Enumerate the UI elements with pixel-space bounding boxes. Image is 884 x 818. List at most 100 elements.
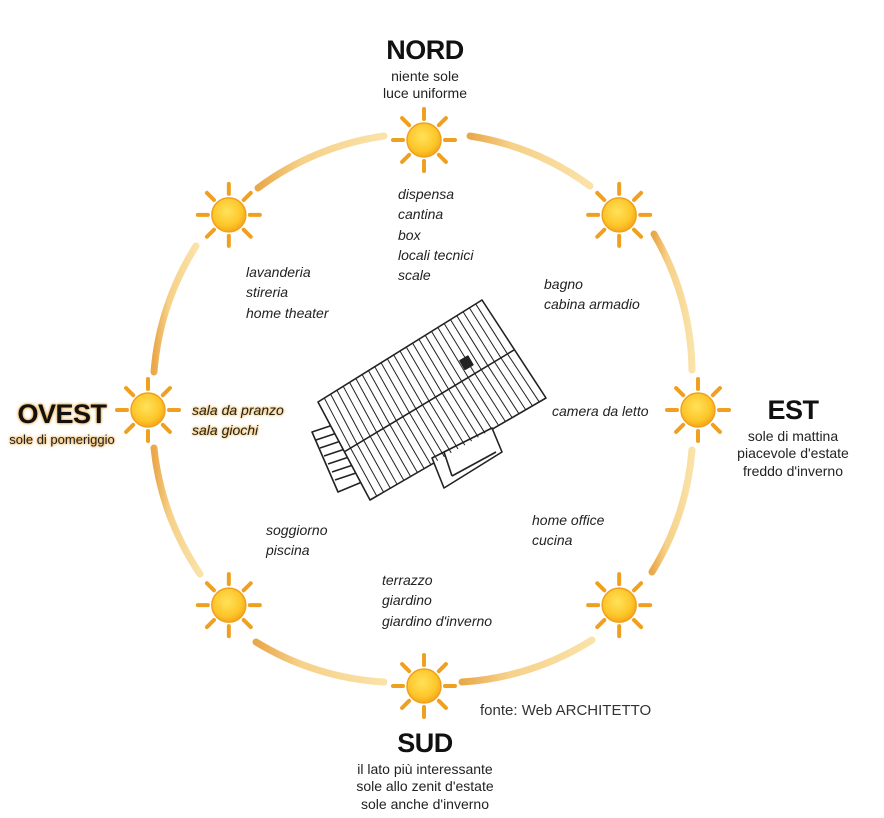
sun-ray xyxy=(436,116,448,128)
sun-disc xyxy=(406,122,442,158)
sun-ray xyxy=(400,152,412,164)
ring-arc-se-s xyxy=(458,636,596,686)
west-label: OVEST sole di pomeriggio xyxy=(0,398,124,448)
sun-ray xyxy=(674,386,686,398)
roof-tile-line xyxy=(437,327,469,378)
source-credit: fonte: Web ARCHITETTO xyxy=(480,702,652,719)
roof-tile-line xyxy=(389,424,418,473)
south-desc-2: sole allo zenit d'estate xyxy=(356,778,494,795)
sun-ray xyxy=(632,227,644,239)
ring-arc-n-ne xyxy=(466,132,594,190)
house-entry xyxy=(431,427,503,489)
roof-tile-line xyxy=(342,386,371,437)
room-item: sala giochi xyxy=(192,422,259,439)
south-desc-1: il lato più interessante xyxy=(357,760,493,777)
sun-ray xyxy=(124,422,136,434)
roof-tile-line xyxy=(356,443,384,493)
sun-disc xyxy=(130,392,166,428)
rooms-southeast: home office cucina xyxy=(532,510,604,551)
roof-tile-line xyxy=(468,307,502,359)
roof-tile-line xyxy=(428,400,459,450)
sun-disc xyxy=(211,587,247,623)
sun-ray xyxy=(241,581,253,593)
rooms-south: terrazzo giardino giardino d'inverno xyxy=(382,570,492,631)
room-item: piscina xyxy=(266,542,310,559)
rooms-southwest: soggiorno piscina xyxy=(266,520,328,561)
ring-arc-w-nw xyxy=(150,242,200,376)
roof-tile-line xyxy=(441,392,472,442)
sun-ray xyxy=(241,227,253,239)
room-item: giardino d'inverno xyxy=(382,612,493,629)
sun-disc xyxy=(601,197,637,233)
roof-tile-line xyxy=(415,408,445,458)
roof-tile-line xyxy=(349,382,378,433)
roof-tile-line xyxy=(431,331,463,382)
roof-tile-line xyxy=(355,378,384,429)
roof-tile-line xyxy=(462,311,495,363)
sun-ray xyxy=(436,698,448,710)
roof-tile-line xyxy=(443,323,476,374)
roof-tile-line xyxy=(450,319,482,370)
sun-ray xyxy=(632,190,644,202)
roof-tile-line xyxy=(369,436,398,485)
roof-tile-line xyxy=(456,315,489,366)
roof-tile-line xyxy=(330,393,358,445)
roof-tile-line xyxy=(380,362,410,414)
ring-arc-s-sw xyxy=(252,638,388,686)
sun-ray xyxy=(710,422,722,434)
sun-ray xyxy=(204,227,216,239)
sun-northwest-icon xyxy=(195,181,262,248)
roof-tile-line xyxy=(448,388,479,438)
north-desc-1: niente sole xyxy=(391,67,459,84)
room-item: terrazzo xyxy=(382,572,433,588)
roof-tile-line xyxy=(350,447,378,497)
sun-path-ring xyxy=(150,132,696,686)
room-item: dispensa xyxy=(398,186,455,202)
roof-tile-line xyxy=(493,361,527,411)
roof-tile-line xyxy=(393,354,423,406)
east-label: EST sole di mattina piacevole d'estate f… xyxy=(726,394,860,480)
room-item: scale xyxy=(398,267,431,284)
sun-southwest-icon xyxy=(195,572,262,639)
roof-tile-line xyxy=(402,416,432,465)
sun-ray xyxy=(124,386,136,398)
sun-north-icon xyxy=(391,107,457,173)
room-item: camera da letto xyxy=(552,403,649,419)
roof-tile-line xyxy=(408,412,439,462)
roof-tile-line xyxy=(467,377,500,426)
sun-disc xyxy=(406,668,442,704)
rooms-west: sala da pranzo sala giochi xyxy=(192,400,284,441)
roof-tile-lines xyxy=(323,303,540,497)
room-item: sala da pranzo xyxy=(192,402,284,418)
sun-ray xyxy=(400,662,412,674)
roof-tile-line xyxy=(386,358,417,410)
sun-ray xyxy=(400,116,412,128)
ring-arc-sw-w xyxy=(150,444,204,578)
south-label: SUD il lato più interessante sole allo z… xyxy=(330,727,520,813)
room-item: cucina xyxy=(532,532,573,549)
room-item: stireria xyxy=(246,284,289,301)
sun-ray xyxy=(632,618,644,630)
sun-ray xyxy=(160,386,172,398)
north-name: NORD xyxy=(386,35,464,65)
sun-ray xyxy=(595,581,607,593)
roof-tile-line xyxy=(376,432,405,481)
sun-disc xyxy=(680,392,716,428)
sun-ray xyxy=(674,422,686,434)
roof-tile-line xyxy=(405,346,436,398)
roof-tile-line xyxy=(336,389,365,441)
rooms-north: dispensa cantina box locali tecnici scal… xyxy=(398,184,473,285)
roof-tile-line xyxy=(361,374,391,425)
room-item: cantina xyxy=(398,206,444,223)
ring-arc-ne-e xyxy=(650,230,696,374)
roof-tile-line xyxy=(368,370,397,421)
west-desc-1: sole di pomeriggio xyxy=(9,431,115,447)
room-item: box xyxy=(398,226,421,243)
room-item: cabina armadio xyxy=(544,296,640,313)
rooms-northwest: lavanderia stireria home theater xyxy=(246,262,329,323)
east-desc-3: freddo d'inverno xyxy=(743,462,843,479)
north-desc-2: luce uniforme xyxy=(382,85,468,102)
sun-ray xyxy=(632,581,644,593)
roof-tile-line xyxy=(487,365,520,414)
